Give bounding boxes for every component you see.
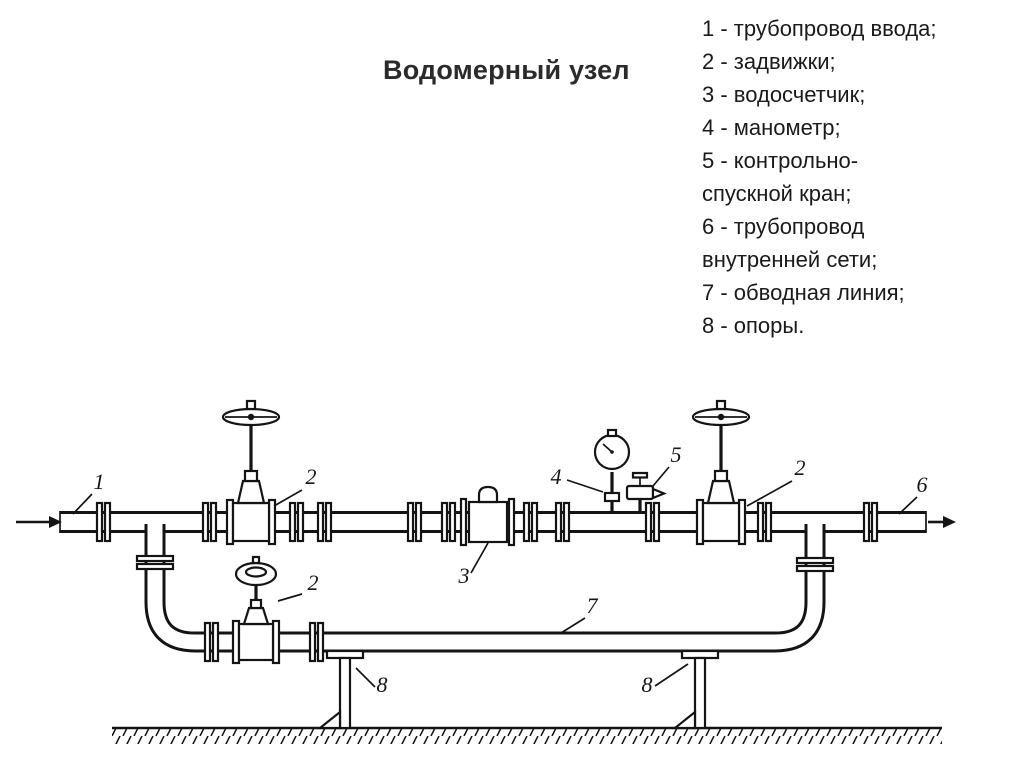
bypass-valve	[231, 555, 281, 665]
callout-support-right: 8	[642, 672, 653, 697]
legend-line: 1 - трубопровод ввода;	[702, 16, 937, 41]
callout-valve-bypass: 2	[308, 570, 319, 595]
gate-valve-right	[691, 399, 751, 546]
legend-line: 8 - опоры.	[702, 313, 805, 338]
bypass-pipe	[144, 524, 826, 653]
legend-line: внутренней сети;	[702, 247, 878, 272]
support-left	[316, 649, 365, 730]
legend: 1 - трубопровод ввода; 2 - задвижки; 3 -…	[702, 12, 937, 342]
callout-leaders	[72, 466, 918, 688]
ground-hatching	[112, 726, 942, 744]
callout-drain: 5	[671, 442, 682, 467]
callout-numbers: 1 2 2 3 4 5 2 6 7 8 8	[94, 442, 928, 697]
callout-valve-right: 2	[795, 455, 806, 480]
callout-bypass: 7	[587, 593, 599, 618]
legend-line: 7 - обводная линия;	[702, 280, 905, 305]
pressure-gauge	[593, 428, 631, 512]
callout-outlet: 6	[917, 472, 928, 497]
support-right	[671, 649, 720, 730]
legend-line: 3 - водосчетчик;	[702, 82, 866, 107]
gate-valve-left	[221, 399, 281, 546]
callout-meter: 3	[458, 563, 470, 588]
legend-line: 2 - задвижки;	[702, 49, 836, 74]
callout-inlet: 1	[94, 469, 105, 494]
drain-cock	[625, 471, 667, 512]
legend-line: 6 - трубопровод	[702, 214, 865, 239]
flow-arrow-outlet	[928, 516, 956, 528]
callout-valve-left: 2	[306, 464, 317, 489]
water-meter	[459, 485, 516, 547]
legend-line: 4 - манометр;	[702, 115, 841, 140]
legend-line: спускной кран;	[702, 181, 852, 206]
callout-support-left: 8	[377, 672, 388, 697]
legend-line: 5 - контрольно-	[702, 148, 859, 173]
callout-gauge: 4	[551, 464, 562, 489]
flow-arrow-inlet	[16, 516, 62, 528]
bypass-flanges	[135, 554, 835, 663]
main-pipe-flanges	[95, 501, 879, 543]
page-title: Водомерный узел	[383, 55, 630, 85]
